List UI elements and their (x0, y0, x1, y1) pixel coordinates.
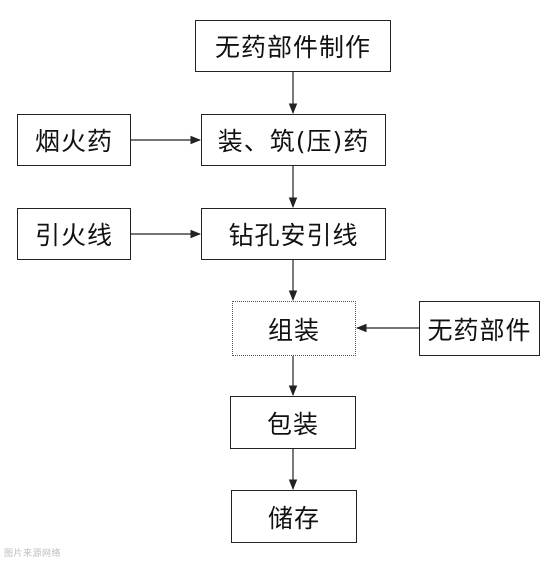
watermark: 图片来源网络 (4, 549, 62, 559)
node-fuse: 引火线 (17, 208, 131, 260)
node-prep: 无药部件制作 (195, 20, 391, 72)
node-pack-press: 装、筑(压)药 (201, 114, 386, 166)
node-drill: 钻孔安引线 (201, 208, 386, 260)
node-parts: 无药部件 (419, 301, 540, 356)
node-assemble: 组装 (232, 301, 356, 356)
node-package: 包装 (230, 396, 356, 449)
node-pyro: 烟火药 (17, 114, 131, 166)
node-store: 储存 (231, 490, 357, 543)
